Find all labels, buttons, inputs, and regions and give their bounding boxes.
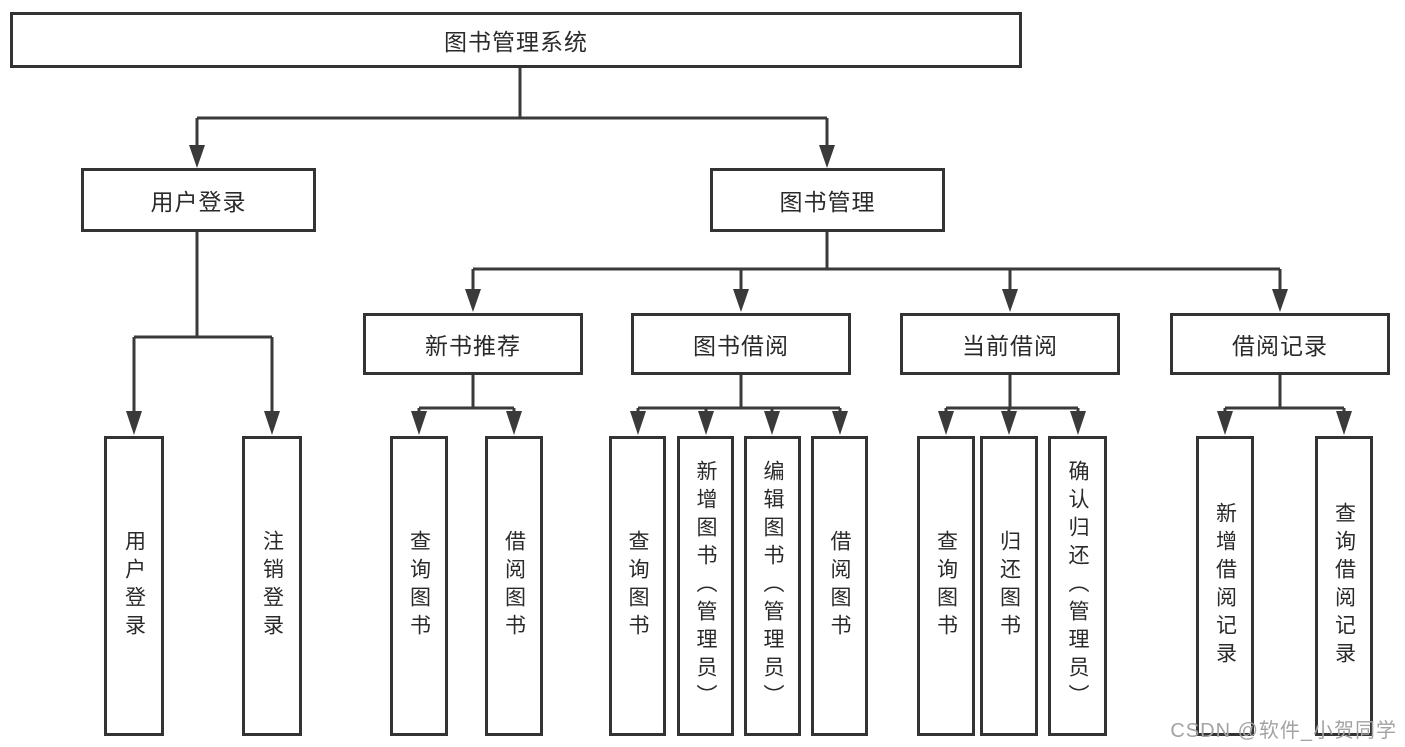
node-leaf-borrow-add-books-admin: 新增图书（管理员） [677, 436, 734, 736]
node-leaf-current-query-books-label: 查询图书 [934, 530, 958, 642]
node-leaf-records-query-record: 查询借阅记录 [1315, 436, 1373, 736]
node-new-book-recommend-label: 新书推荐 [425, 333, 521, 359]
node-leaf-user-login-label: 用户登录 [122, 530, 146, 642]
node-current-borrow-label: 当前借阅 [962, 333, 1058, 359]
node-leaf-current-confirm-return-admin-label: 确认归还（管理员） [1066, 460, 1089, 712]
node-leaf-user-login: 用户登录 [104, 436, 164, 736]
node-leaf-borrow-query-books-label: 查询图书 [626, 530, 649, 642]
node-leaf-borrow-add-books-admin-label: 新增图书（管理员） [694, 460, 717, 712]
node-leaf-records-query-record-label: 查询借阅记录 [1332, 502, 1356, 670]
node-new-book-recommend: 新书推荐 [363, 313, 583, 375]
node-root: 图书管理系统 [10, 12, 1022, 68]
node-borrow-records: 借阅记录 [1170, 313, 1390, 375]
node-leaf-recommend-query-books: 查询图书 [390, 436, 448, 736]
node-book-borrow-label: 图书借阅 [693, 333, 789, 359]
node-leaf-recommend-borrow-books: 借阅图书 [485, 436, 543, 736]
node-leaf-recommend-borrow-books-label: 借阅图书 [502, 530, 526, 642]
node-leaf-records-add-record-label: 新增借阅记录 [1213, 502, 1237, 670]
node-leaf-records-add-record: 新增借阅记录 [1196, 436, 1254, 736]
node-book-borrow: 图书借阅 [631, 313, 851, 375]
node-user-login-label: 用户登录 [150, 189, 247, 215]
node-borrow-records-label: 借阅记录 [1232, 333, 1328, 359]
node-current-borrow: 当前借阅 [900, 313, 1120, 375]
node-leaf-current-return-books-label: 归还图书 [997, 530, 1021, 642]
node-user-login: 用户登录 [81, 168, 316, 232]
node-leaf-logout-label: 注销登录 [260, 530, 284, 642]
node-leaf-current-confirm-return-admin: 确认归还（管理员） [1048, 436, 1107, 736]
node-leaf-recommend-query-books-label: 查询图书 [407, 530, 431, 642]
watermark: CSDN @软件_小贺同学 [1170, 720, 1397, 742]
node-leaf-borrow-edit-books-admin: 编辑图书（管理员） [744, 436, 801, 736]
node-leaf-borrow-borrow-books: 借阅图书 [811, 436, 868, 736]
node-leaf-current-query-books: 查询图书 [917, 436, 975, 736]
arrowhead-icons [126, 145, 1352, 435]
node-leaf-borrow-edit-books-admin-label: 编辑图书（管理员） [761, 460, 784, 712]
tree-edges [132, 68, 1346, 414]
node-book-management-label: 图书管理 [779, 189, 876, 215]
node-leaf-borrow-borrow-books-label: 借阅图书 [828, 530, 851, 642]
node-leaf-current-return-books: 归还图书 [980, 436, 1038, 736]
node-book-management: 图书管理 [710, 168, 945, 232]
node-root-label: 图书管理系统 [444, 29, 588, 55]
node-leaf-logout: 注销登录 [242, 436, 302, 736]
node-leaf-borrow-query-books: 查询图书 [609, 436, 666, 736]
